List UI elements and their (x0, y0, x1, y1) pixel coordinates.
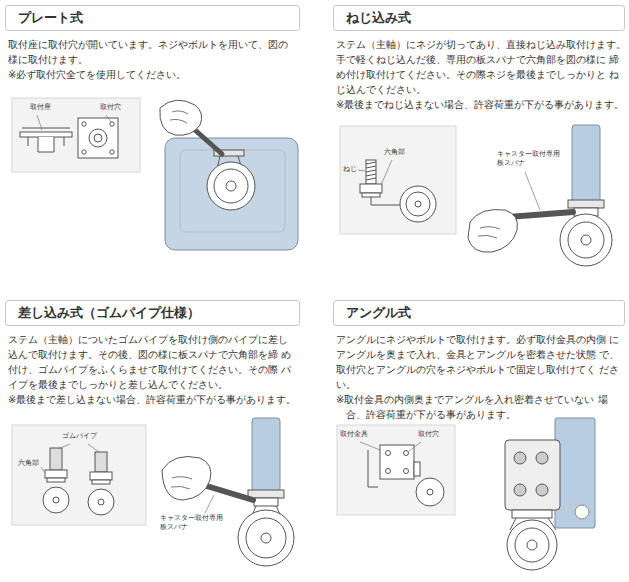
body-text: アングルにネジやボルトで取付けます。必ず取付金具の内側 にアングルを奥まで入れ、… (336, 332, 626, 392)
angle-detail (337, 425, 455, 515)
plate-detail (12, 98, 140, 172)
part-label: 六角部 (18, 459, 39, 468)
screw-detail (340, 126, 456, 234)
heading-text: ねじ込み式 (346, 10, 612, 26)
part-label: 取付座 (30, 103, 51, 112)
heading-text: アングル式 (346, 305, 612, 321)
part-label: 六角部 (384, 148, 405, 157)
part-label: ゴムパイプ (62, 432, 97, 441)
body-text: ステム（主軸）にネジが切ってあり、直接ねじ込み取付けます。 手で軽くねじ込んだ後… (336, 37, 626, 97)
body-text: ステム（主軸）についたゴムパイプを取付け側のパイプに差し 込んで取付けます。その… (8, 332, 298, 392)
part-label: 取付穴 (100, 103, 121, 112)
angle-sketch (505, 418, 595, 570)
heading-box: ねじ込み式 (333, 5, 625, 31)
part-label: 取付穴 (418, 430, 439, 439)
insert-detail (12, 425, 146, 525)
screw-sketch (468, 125, 612, 266)
heading-text: プレート式 (18, 10, 287, 26)
body-text: 取付座に取付穴が開いています。ネジやボルトを用いて、図の 様に取付けます。 (8, 37, 298, 67)
insert-sketch (162, 418, 294, 566)
tool-label: キャスター取付専用 板スパナ (160, 514, 230, 532)
note-text: ※取付金具の内側奥までアングルを入れ密着させていない 場合、許容荷重が下がる事が… (336, 392, 626, 422)
note-text: ※最後まで差し込まない場合、許容荷重が下がる事があります。 (8, 392, 298, 407)
heading-text: 差し込み式（ゴムパイプ仕様） (18, 305, 287, 321)
part-label: 取付金具 (340, 430, 368, 439)
part-label: ねじ (343, 165, 357, 174)
plate-sketch (160, 100, 298, 250)
heading-box: 差し込み式（ゴムパイプ仕様） (5, 300, 300, 326)
note-text: ※最後までねじ込まない場合、許容荷重が下がる事があります。 (336, 97, 626, 112)
note-text: ※必ず取付穴全てを使用してください。 (8, 67, 298, 82)
tool-label: キャスター取付専用 板スパナ (497, 150, 567, 168)
heading-box: プレート式 (5, 5, 300, 31)
heading-box: アングル式 (333, 300, 625, 326)
